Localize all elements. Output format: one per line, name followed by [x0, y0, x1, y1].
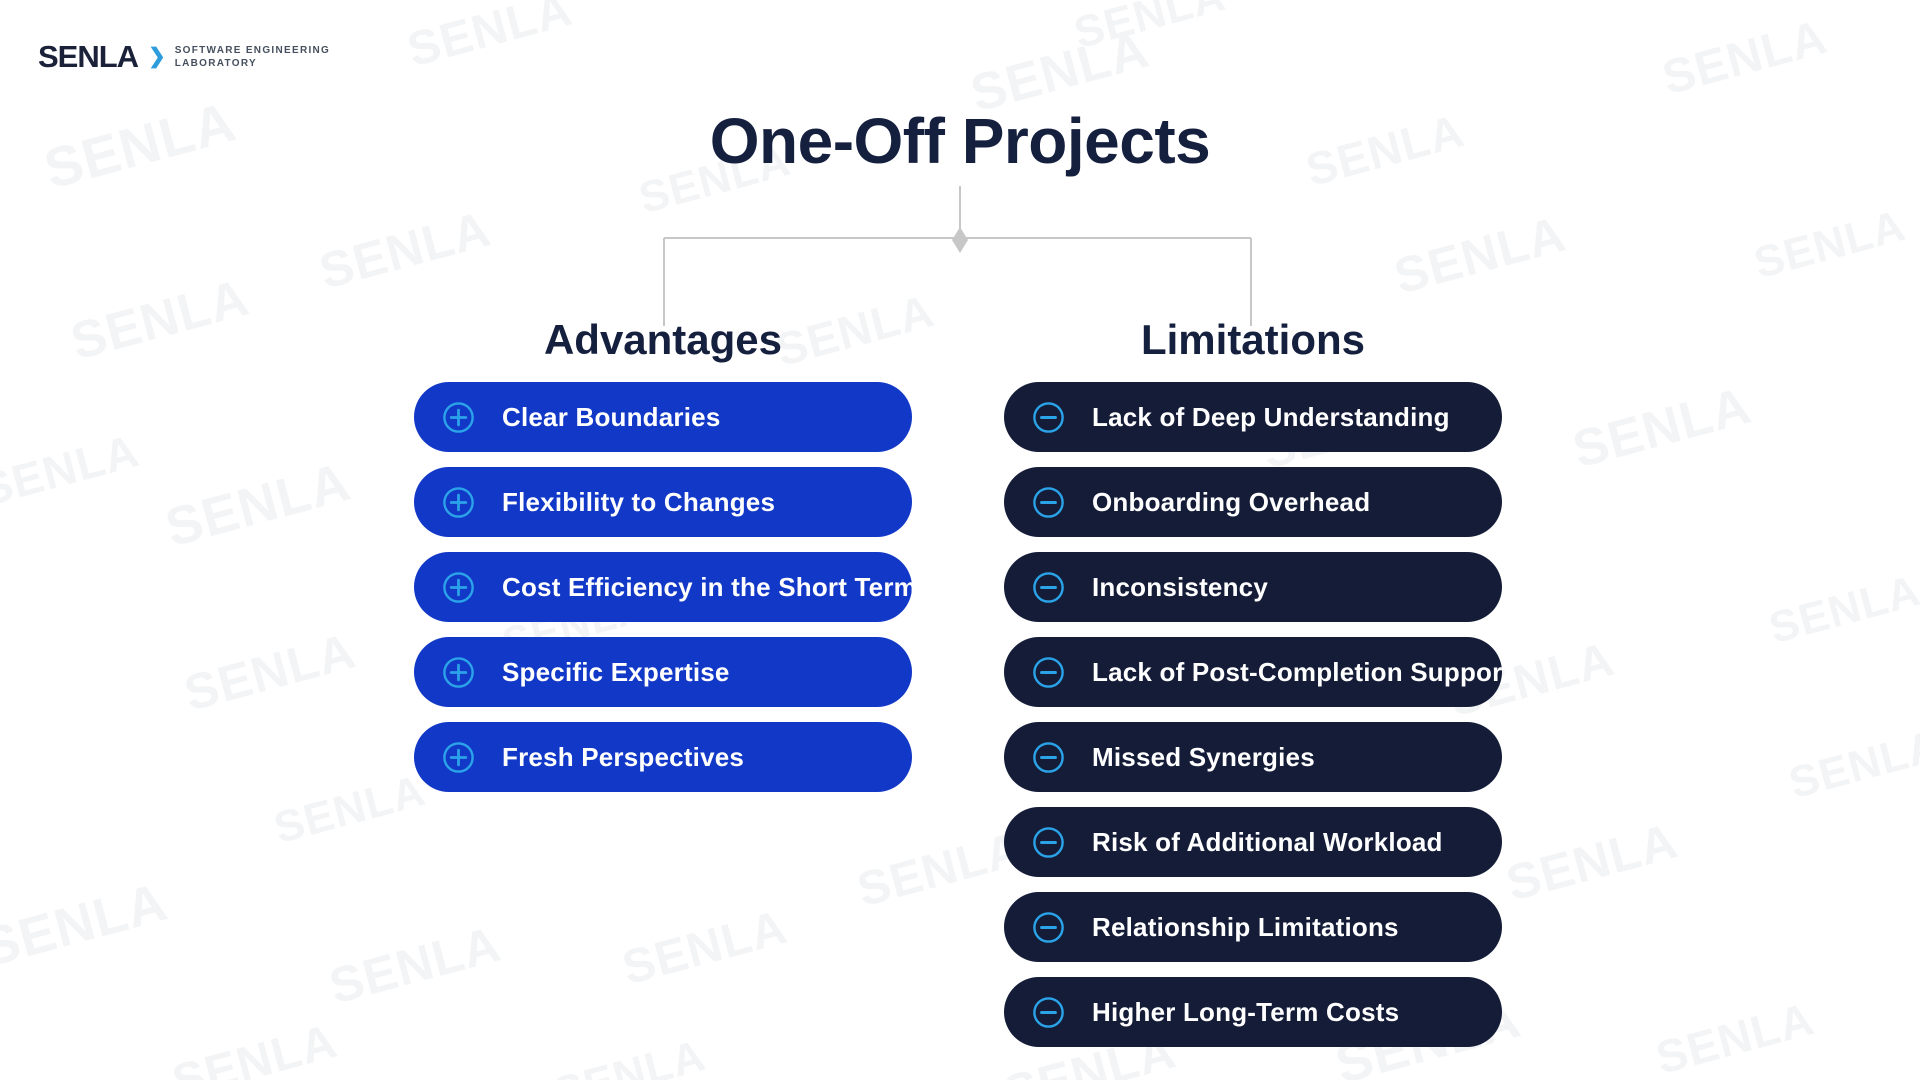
watermark-text: SENLA: [313, 200, 497, 300]
watermark-text: SENLA: [269, 765, 431, 854]
page-title: One-Off Projects: [709, 105, 1211, 177]
limitation-pill: Risk of Additional Workload: [1004, 807, 1502, 877]
watermark-text: SENLA: [1650, 992, 1820, 1080]
watermark-text: SENLA: [402, 0, 578, 78]
pill-label: Clear Boundaries: [502, 401, 721, 432]
advantage-pill: Clear Boundaries: [414, 382, 912, 452]
watermark-text: SENLA: [1764, 565, 1920, 654]
watermark-text: SENLA: [167, 1014, 343, 1080]
logo-wordmark: SENLA: [38, 39, 139, 74]
minus-circle-icon: [1032, 486, 1065, 519]
advantage-pill: Cost Efficiency in the Short Term: [414, 552, 917, 622]
minus-circle-icon: [1032, 826, 1065, 859]
watermark-text: SENLA: [852, 822, 1028, 918]
watermark-text: SENLA: [178, 622, 362, 722]
connector-diamond: [952, 227, 968, 253]
advantage-pill: Specific Expertise: [414, 637, 912, 707]
pill-label: Flexibility to Changes: [502, 486, 776, 517]
minus-circle-icon: [1032, 401, 1065, 434]
plus-circle-icon: [442, 741, 475, 774]
watermark-text: SENLA: [549, 1030, 711, 1080]
minus-circle-icon: [1032, 911, 1065, 944]
limitation-pill: Higher Long-Term Costs: [1004, 977, 1502, 1047]
watermark-text: SENLA: [1500, 812, 1684, 912]
watermark-text: SENLA: [617, 900, 793, 996]
connector-lines: [663, 186, 1252, 326]
minus-circle-icon: [1032, 656, 1065, 689]
pill-label: Lack of Deep Understanding: [1092, 401, 1450, 432]
watermark-text: SENLA: [1784, 720, 1920, 809]
limitation-pill: Onboarding Overhead: [1004, 467, 1502, 537]
chevron-right-icon: ❯: [148, 45, 166, 68]
minus-circle-icon: [1032, 996, 1065, 1029]
pill-label: Cost Efficiency in the Short Term: [502, 571, 917, 602]
pill-label: Onboarding Overhead: [1092, 486, 1371, 517]
pill-label: Lack of Post-Completion Support: [1092, 656, 1512, 687]
plus-circle-icon: [442, 401, 475, 434]
watermark-text: SENLA: [1749, 200, 1911, 289]
limitation-pill: Lack of Post-Completion Support: [1004, 637, 1511, 707]
pill-label: Fresh Perspectives: [502, 741, 745, 772]
pill-label: Higher Long-Term Costs: [1092, 996, 1400, 1027]
logo-tagline-line1: SOFTWARE ENGINEERING: [174, 45, 331, 56]
minus-circle-icon: [1032, 741, 1065, 774]
watermark-text: SENLA: [1657, 10, 1833, 106]
minus-circle-icon: [1032, 571, 1065, 604]
pill-label: Risk of Additional Workload: [1092, 826, 1443, 857]
limitation-pill: Relationship Limitations: [1004, 892, 1502, 962]
plus-circle-icon: [442, 656, 475, 689]
pill-label: Specific Expertise: [502, 656, 730, 687]
logo-tagline: SOFTWARE ENGINEERING LABORATORY: [175, 44, 330, 70]
watermark-text: SENLA: [1566, 376, 1758, 480]
watermark-text: SENLA: [1069, 0, 1231, 59]
plus-circle-icon: [442, 486, 475, 519]
watermark-text: SENLA: [1388, 205, 1572, 305]
advantage-pill: Fresh Perspectives: [414, 722, 912, 792]
watermark-text: SENLA: [323, 915, 507, 1015]
watermark-text: SENLA: [64, 268, 256, 372]
limitation-pill: Inconsistency: [1004, 552, 1502, 622]
logo-tagline-line2: LABORATORY: [174, 58, 257, 69]
watermark-text: SENLA: [0, 871, 174, 979]
limitation-pill: Missed Synergies: [1004, 722, 1502, 792]
limitations-heading: Limitations: [1140, 316, 1365, 363]
pill-label: Missed Synergies: [1092, 741, 1315, 772]
pill-label: Inconsistency: [1092, 571, 1268, 602]
watermark-text: SENLA: [159, 451, 357, 559]
plus-circle-icon: [442, 571, 475, 604]
limitation-pill: Lack of Deep Understanding: [1004, 382, 1502, 452]
pill-label: Relationship Limitations: [1092, 911, 1399, 942]
advantages-heading: Advantages: [543, 316, 783, 363]
advantage-pill: Flexibility to Changes: [414, 467, 912, 537]
brand-logo: SENLA ❯ SOFTWARE ENGINEERING LABORATORY: [38, 40, 330, 74]
watermark-text: SENLA: [0, 424, 145, 516]
